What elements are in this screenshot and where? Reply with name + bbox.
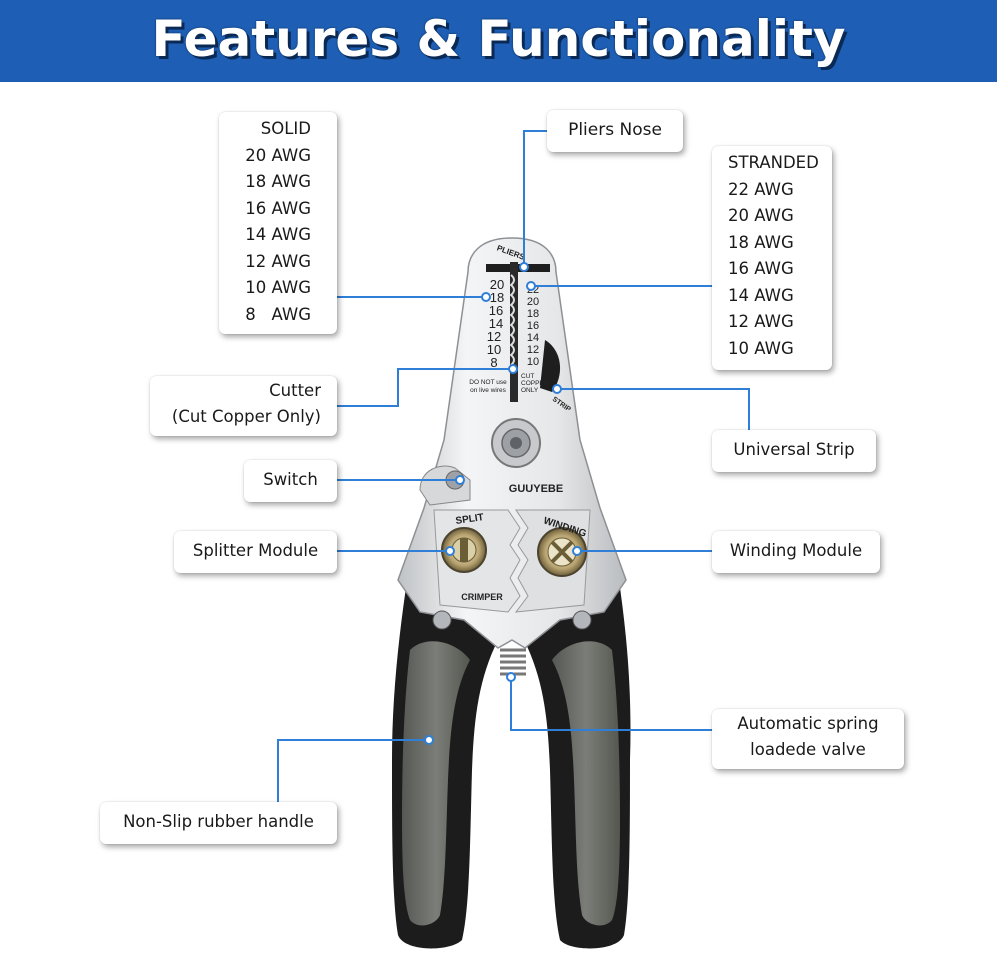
- stranded-heading: STRANDED: [728, 153, 819, 172]
- svg-text:10: 10: [527, 356, 539, 368]
- svg-text:ONLY: ONLY: [521, 387, 539, 394]
- svg-text:COPPER: COPPER: [521, 380, 549, 387]
- stranded-awg-item: 20 AWG: [728, 206, 794, 225]
- brand-text: GUUYEBE: [509, 483, 563, 495]
- stranded-awg-item: 16 AWG: [728, 259, 794, 278]
- universal-strip-label: Universal Strip: [712, 430, 876, 472]
- pliers-nose-label: Pliers Nose: [547, 110, 683, 152]
- leader-spring: [510, 677, 712, 731]
- solid-heading: SOLID: [260, 119, 311, 138]
- solid-awg-item: 20 AWG: [245, 145, 311, 165]
- svg-text:10: 10: [487, 342, 501, 357]
- svg-text:18: 18: [527, 308, 539, 320]
- svg-text:8: 8: [490, 355, 497, 370]
- svg-text:20: 20: [490, 277, 504, 292]
- crimper-text: CRIMPER: [461, 592, 503, 602]
- switch-label: Switch: [244, 460, 337, 502]
- svg-text:CUT: CUT: [521, 373, 534, 380]
- svg-text:16: 16: [527, 320, 539, 332]
- leader-cutter: [337, 368, 513, 407]
- leader-handle: [277, 739, 429, 822]
- handle-label: Non-Slip rubber handle: [100, 802, 337, 844]
- solid-awg-item: 12 AWG: [245, 251, 311, 271]
- svg-text:20: 20: [527, 296, 539, 308]
- solid-awg-item: 14 AWG: [245, 225, 311, 244]
- svg-text:12: 12: [487, 329, 501, 344]
- svg-text:DO NOT use: DO NOT use: [469, 379, 507, 386]
- svg-text:18: 18: [490, 290, 504, 305]
- leader-universal-strip: [557, 388, 750, 450]
- stranded-awg-box: STRANDED 22 AWG 20 AWG 18 AWG 16 AWG 14 …: [712, 146, 832, 370]
- page-title: Features & Functionality: [151, 10, 846, 68]
- svg-text:12: 12: [527, 344, 539, 356]
- cutter-title: Cutter: [269, 381, 321, 400]
- spring-valve-line: Automatic spring: [737, 714, 879, 733]
- solid-awg-item: 18 AWG: [245, 172, 311, 191]
- spring: [500, 648, 526, 676]
- leader-dots: [424, 262, 582, 745]
- svg-text:on live wires: on live wires: [470, 387, 507, 394]
- stranded-awg-item: 12 AWG: [728, 312, 794, 331]
- splitter-module-label: Splitter Module: [174, 531, 337, 573]
- leader-lines: [277, 130, 750, 822]
- left-grip: [402, 641, 470, 926]
- solid-awg-item: 8 AWG: [245, 304, 311, 324]
- stranded-awg-item: 22 AWG: [728, 179, 794, 199]
- svg-text:16: 16: [489, 303, 503, 318]
- stranded-awg-item: 14 AWG: [728, 285, 794, 305]
- solid-awg-item: 10 AWG: [245, 278, 311, 297]
- right-grip: [552, 641, 620, 926]
- solid-gauge-labels: 20 18 16 14 12 10 8: [487, 277, 504, 370]
- cut-copper-text: CUT COPPER ONLY: [521, 373, 549, 394]
- svg-text:14: 14: [489, 316, 503, 331]
- stranded-awg-item: 18 AWG: [728, 232, 794, 252]
- winding-module-label: Winding Module: [712, 531, 880, 573]
- solid-awg-box: SOLID 20 AWG 18 AWG 16 AWG 14 AWG 12 AWG…: [219, 112, 337, 334]
- spring-valve-label: Automatic spring loadede valve: [712, 709, 904, 769]
- solid-awg-item: 16 AWG: [245, 198, 311, 218]
- title-banner: [0, 0, 997, 82]
- spring-valve-line: loadede valve: [750, 740, 866, 759]
- stranded-awg-item: 10 AWG: [728, 338, 794, 358]
- svg-text:14: 14: [527, 332, 539, 344]
- stranded-gauge-labels: 22 20 18 16 14 12 10: [527, 284, 539, 368]
- split-text: SPLIT: [455, 512, 485, 527]
- leader-pliers-nose: [523, 130, 547, 267]
- warning-text: DO NOT use on live wires: [469, 379, 507, 394]
- cutter-label: Cutter (Cut Copper Only): [150, 376, 337, 436]
- cutter-subtitle: (Cut Copper Only): [171, 407, 321, 426]
